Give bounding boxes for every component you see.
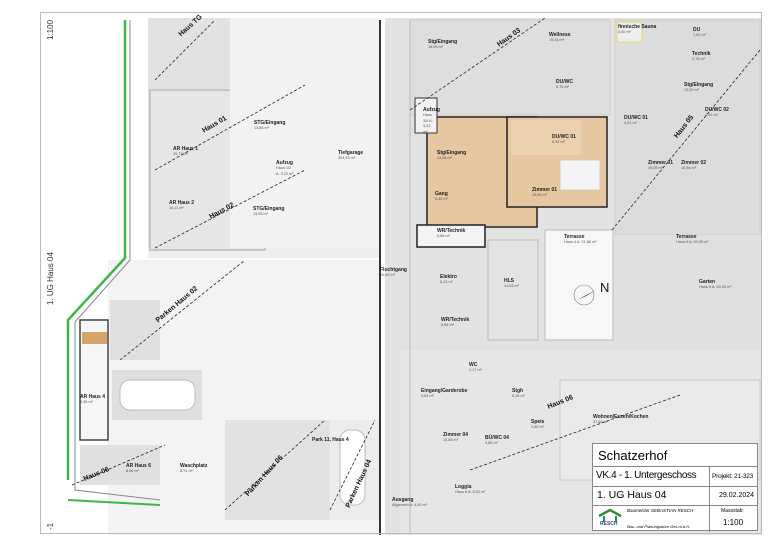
north-arrow-label: N (600, 280, 610, 295)
project-number: Projekt: 21-323 (712, 473, 754, 480)
scale-label: Massstab: (721, 508, 744, 514)
builder-name: Baumeister SEBASTIAN RESCH (627, 508, 694, 513)
title-block: Schatzerhof VK.4 - 1. Untergeschoss Proj… (592, 443, 758, 532)
plan-name: 1. UG Haus 04 (597, 489, 667, 501)
plan-date: 29.02.2024 (719, 492, 755, 499)
drawing-frame (40, 12, 762, 534)
side-plan-label: 1. UG Haus 04 (46, 252, 55, 305)
side-scale-label: 1:100 (46, 19, 55, 40)
drawing-title: VK.4 - 1. Untergeschoss (596, 470, 697, 481)
company-logo: RESCH (597, 508, 623, 528)
scale-value: 1:100 (723, 518, 744, 527)
project-name: Schatzerhof (598, 448, 668, 463)
company-name: Bau- und Planungsbüro Ges.m.b.H. (627, 524, 691, 529)
room-label: Park 11, Haus 4 (312, 437, 349, 443)
side-level-label: -1 (46, 522, 55, 530)
